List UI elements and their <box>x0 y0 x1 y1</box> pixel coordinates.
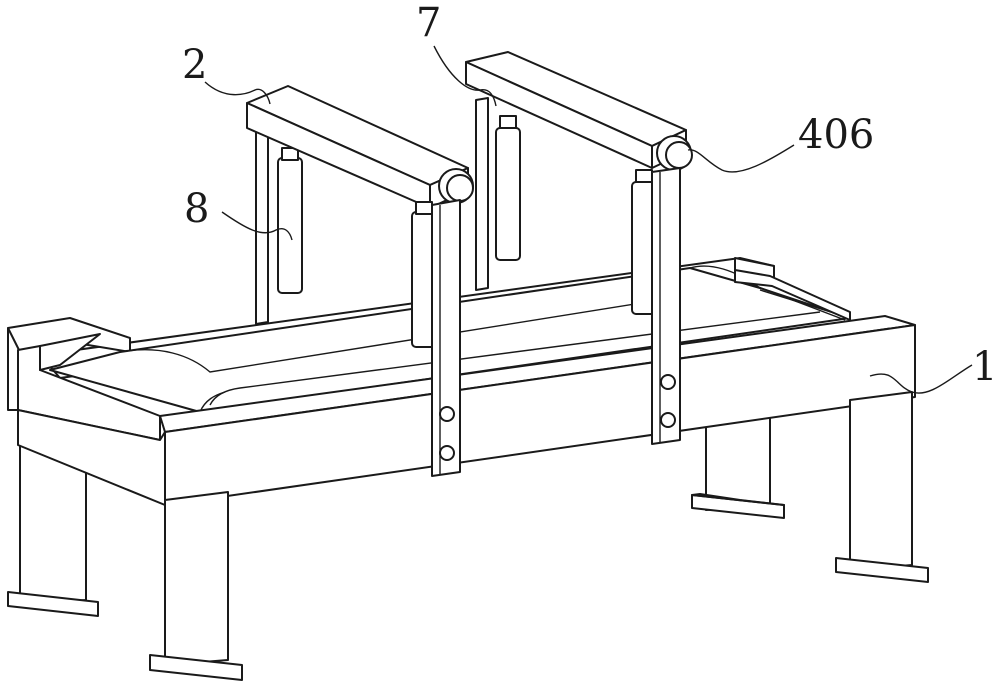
label-2: 2 <box>182 42 207 88</box>
label-8: 8 <box>184 186 209 232</box>
leader-406 <box>687 144 795 173</box>
leader-8 <box>221 211 293 241</box>
label-1: 1 <box>972 344 997 390</box>
back-right-leg <box>691 409 785 519</box>
front-right-leg <box>835 391 929 583</box>
left-gantry <box>246 85 474 477</box>
leader-1 <box>869 364 973 394</box>
label-406: 406 <box>798 112 874 158</box>
conveyor-frame <box>7 257 916 506</box>
front-left-leg <box>149 491 243 681</box>
label-7: 7 <box>416 0 441 46</box>
right-gantry <box>465 51 693 445</box>
leader-2 <box>204 81 271 105</box>
leader-7 <box>433 45 497 107</box>
